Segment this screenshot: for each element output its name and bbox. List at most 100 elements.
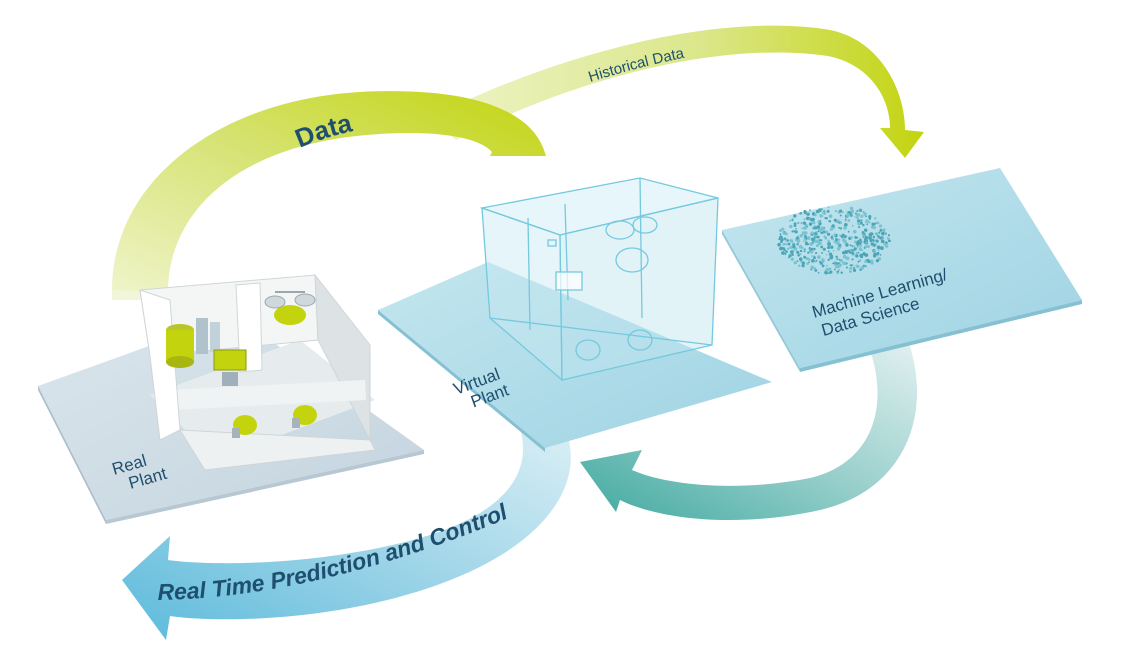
- cloud-point: [824, 237, 827, 240]
- cloud-point: [819, 219, 822, 222]
- cloud-point: [821, 260, 825, 263]
- cloud-point: [784, 232, 788, 236]
- cloud-point: [783, 248, 786, 252]
- cloud-point: [789, 238, 794, 243]
- cloud-point: [841, 211, 844, 214]
- cloud-point: [810, 268, 813, 271]
- cloud-point: [813, 256, 816, 260]
- cloud-point: [828, 214, 833, 219]
- cloud-point: [879, 254, 882, 256]
- cloud-point: [847, 230, 850, 233]
- cloud-point: [862, 235, 865, 238]
- cloud-point: [868, 236, 872, 240]
- cloud-point: [865, 241, 868, 244]
- cloud-point: [797, 251, 800, 254]
- cloud-point: [850, 264, 853, 267]
- cloud-point: [877, 249, 880, 252]
- cloud-point: [819, 214, 823, 218]
- cloud-point: [849, 266, 853, 270]
- cloud-point: [792, 242, 795, 245]
- cloud-point: [852, 268, 857, 272]
- cloud-point: [887, 239, 891, 243]
- cloud-point: [847, 219, 851, 222]
- cloud-point: [806, 262, 809, 266]
- cloud-point: [835, 261, 838, 264]
- cloud-point: [790, 257, 794, 261]
- cloud-point: [836, 219, 840, 223]
- cloud-point: [853, 247, 857, 251]
- cloud-point: [840, 235, 843, 238]
- cloud-point: [796, 243, 799, 246]
- cloud-point: [845, 266, 848, 269]
- cloud-point: [828, 220, 832, 223]
- cloud-point: [858, 247, 862, 251]
- cloud-point: [862, 210, 865, 214]
- cloud-point: [805, 216, 810, 221]
- cloud-point: [823, 235, 827, 239]
- cloud-point: [788, 254, 792, 258]
- cloud-point: [832, 249, 835, 252]
- cloud-point: [802, 221, 807, 225]
- return-arrow: [580, 340, 918, 521]
- cloud-point: [827, 206, 830, 209]
- cloud-point: [783, 242, 787, 246]
- cloud-point: [836, 258, 839, 260]
- cloud-point: [805, 257, 809, 261]
- cloud-point: [805, 223, 808, 227]
- cloud-point: [871, 222, 875, 226]
- cloud-point: [787, 242, 791, 246]
- cloud-point: [798, 245, 803, 249]
- cloud-point: [827, 239, 830, 242]
- cloud-point: [878, 231, 881, 234]
- cloud-point: [859, 244, 862, 248]
- cloud-point: [864, 235, 867, 238]
- cloud-point: [793, 249, 796, 252]
- cloud-point: [869, 239, 873, 243]
- cloud-point: [828, 252, 833, 257]
- cloud-point: [799, 212, 803, 215]
- cloud-point: [872, 243, 876, 247]
- cloud-point: [780, 240, 783, 244]
- cloud-point: [801, 227, 803, 230]
- cloud-point: [825, 268, 829, 272]
- cloud-point: [864, 253, 869, 257]
- cloud-point: [838, 234, 841, 236]
- cloud-point: [781, 227, 785, 231]
- cloud-point: [853, 266, 855, 269]
- cloud-point: [825, 217, 828, 220]
- cloud-point: [833, 268, 836, 271]
- cloud-point: [879, 228, 883, 232]
- cloud-point: [789, 224, 793, 229]
- cloud-point: [829, 255, 834, 260]
- cloud-point: [863, 212, 867, 216]
- cloud-point: [877, 235, 880, 238]
- cloud-point: [884, 244, 889, 248]
- cloud-point: [805, 238, 808, 240]
- real-time-arrow: [122, 418, 571, 640]
- cloud-point: [850, 236, 853, 239]
- cloud-point: [789, 245, 793, 250]
- cloud-point: [811, 217, 815, 221]
- cloud-point: [815, 209, 820, 214]
- cloud-point: [796, 260, 799, 262]
- cloud-point: [825, 264, 828, 267]
- virtual-plant-slab: [378, 262, 772, 452]
- cloud-point: [825, 253, 828, 256]
- cloud-point: [787, 256, 790, 259]
- cloud-point: [849, 214, 853, 217]
- cloud-point: [855, 254, 859, 258]
- cloud-point: [782, 231, 785, 234]
- cloud-point: [820, 226, 825, 230]
- cloud-point: [833, 260, 837, 264]
- cloud-point: [833, 218, 837, 222]
- cloud-point: [869, 232, 874, 236]
- cloud-point: [817, 271, 820, 274]
- cloud-point: [868, 221, 871, 224]
- cloud-point: [813, 267, 817, 270]
- cloud-point: [833, 226, 836, 229]
- cloud-point: [793, 222, 797, 226]
- cloud-point: [781, 251, 785, 255]
- cloud-point: [833, 233, 837, 236]
